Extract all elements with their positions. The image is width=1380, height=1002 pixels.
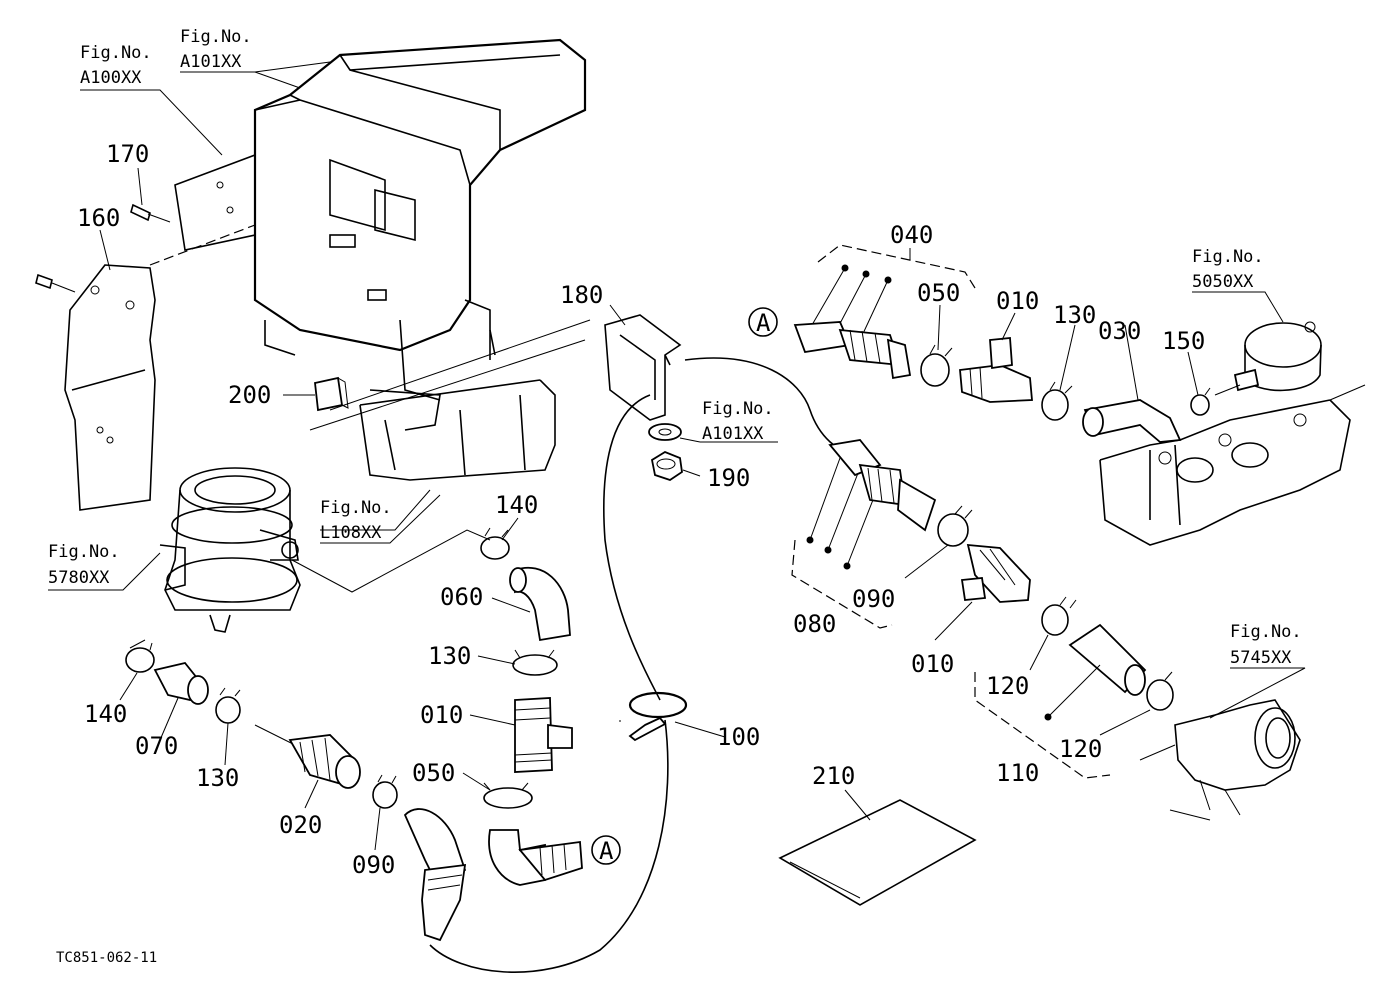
engine-block [1099, 321, 1366, 546]
leader-lines [48, 61, 1306, 851]
callout-130-right: 130 [1053, 301, 1096, 329]
part-040-hose-group [748, 244, 1211, 443]
callout-160: 160 [77, 204, 120, 232]
part-210-sheet [778, 799, 977, 906]
callout-140-left: 140 [84, 700, 127, 728]
fig-ref-5780-code: 5780XX [48, 568, 110, 588]
callout-180: 180 [560, 281, 603, 309]
callout-210: 210 [812, 762, 855, 790]
callout-080: 080 [793, 610, 836, 638]
connector-a-bottom-label: A [599, 837, 614, 865]
injection-pump-part [1139, 699, 1301, 821]
callout-010-center: 010 [420, 701, 463, 729]
fig-ref-5780-label: Fig.No. [48, 542, 120, 562]
tank-frame [309, 319, 591, 481]
center-hose-valve-group [480, 527, 583, 886]
callout-090-left: 090 [352, 851, 395, 879]
fig-ref-5050-code: 5050XX [1192, 272, 1254, 292]
part-190-nut [648, 423, 683, 481]
fig-ref-5050-label: Fig.No. [1192, 247, 1264, 267]
callout-050-right: 050 [917, 279, 960, 307]
connector-a-top-label: A [756, 309, 771, 337]
fig-ref-a101-top-label: Fig.No. [180, 27, 252, 47]
fig-ref-l108-label: Fig.No. [320, 498, 392, 518]
fig-ref-5745-label: Fig.No. [1230, 622, 1302, 642]
part-080-hose-group [791, 439, 1174, 779]
part-100-clamp [628, 691, 688, 742]
callout-120-a: 120 [986, 672, 1029, 700]
callout-labels: Fig.No. A100XX Fig.No. A101XX Fig.No. A1… [48, 27, 1302, 966]
callout-130-left: 130 [196, 764, 239, 792]
bolt-160 [35, 273, 76, 293]
callout-110: 110 [996, 759, 1039, 787]
callout-200: 200 [228, 381, 271, 409]
fig-ref-a101-mid-code: A101XX [702, 424, 764, 444]
callout-170: 170 [106, 140, 149, 168]
fig-ref-5745-code: 5745XX [1230, 648, 1292, 668]
fuel-line-loop [429, 357, 851, 973]
callout-140-center: 140 [495, 491, 538, 519]
fuel-tank-assembly [253, 38, 587, 401]
callout-010-top: 010 [996, 287, 1039, 315]
fig-ref-a101-mid-label: Fig.No. [702, 399, 774, 419]
fig-ref-a100-code: A100XX [80, 68, 142, 88]
lower-left-hose-group [125, 639, 467, 942]
callout-190: 190 [707, 464, 750, 492]
callout-070: 070 [135, 732, 178, 760]
fig-ref-a100-label: Fig.No. [80, 43, 152, 63]
connector-a-bottom [591, 835, 621, 865]
fuel-filter-assembly [159, 467, 301, 633]
part-180-bracket [604, 314, 682, 421]
callout-150: 150 [1162, 327, 1205, 355]
drawing-code: TC851-062-11 [56, 950, 157, 966]
callout-030: 030 [1098, 317, 1141, 345]
part-200-pad [314, 376, 349, 412]
fig-ref-l108-code: L108XX [320, 523, 382, 543]
callout-090-right: 090 [852, 585, 895, 613]
bolt-170 [130, 203, 171, 223]
callout-010-right: 010 [911, 650, 954, 678]
callout-020: 020 [279, 811, 322, 839]
callout-060: 060 [440, 583, 483, 611]
callout-130-center: 130 [428, 642, 471, 670]
callout-040: 040 [890, 221, 933, 249]
fig-ref-a101-top-code: A101XX [180, 52, 242, 72]
callout-120-b: 120 [1059, 735, 1102, 763]
callout-050-center: 050 [412, 759, 455, 787]
callout-100: 100 [717, 723, 760, 751]
mounting-bracket [64, 153, 256, 511]
